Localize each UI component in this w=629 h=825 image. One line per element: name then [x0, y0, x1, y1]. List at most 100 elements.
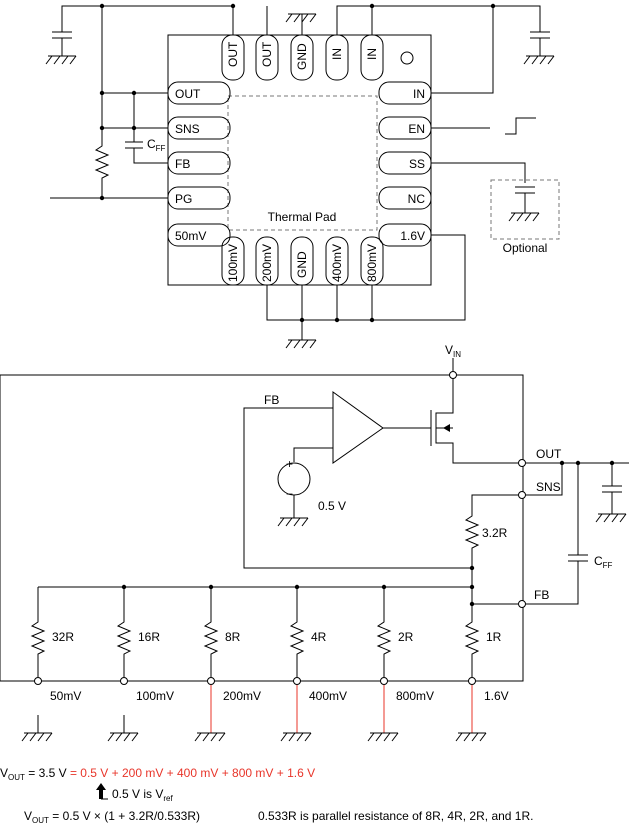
- ground-hatch: [194, 732, 202, 742]
- sns-label: SNS: [536, 480, 561, 494]
- ground-hatch: [107, 732, 115, 742]
- right-pin-label-4: NC: [408, 192, 426, 206]
- right-pin-label-5: 1.6V: [400, 229, 425, 243]
- bottom-pin-label-4: 400mV: [330, 244, 344, 282]
- ladder-resistor-label: 4R: [311, 630, 327, 644]
- optional-label: Optional: [503, 241, 548, 255]
- top-pin-label-4: IN: [330, 48, 344, 60]
- sch-cff-label: CFF: [594, 554, 613, 570]
- ground-hatch: [304, 732, 312, 742]
- ladder-resistor-2R: [376, 587, 392, 677]
- top-pin-label-3: GND: [295, 43, 309, 70]
- bottom-pin-label-3: GND: [295, 251, 309, 278]
- ground-hatch: [280, 732, 288, 742]
- fb-pin-label: FB: [534, 588, 549, 602]
- out-node: [518, 459, 526, 467]
- ground-hatch: [471, 732, 479, 742]
- ground-hatch: [296, 732, 304, 742]
- package-body: [167, 34, 432, 286]
- bottom-pin-label-2: 200mV: [260, 244, 274, 282]
- right-pin-label-3: SS: [409, 157, 425, 171]
- ladder-resistor-8R: [203, 587, 219, 677]
- ground-hatch: [131, 732, 139, 742]
- ground-hatch: [383, 732, 391, 742]
- vin-label: VIN: [445, 343, 461, 359]
- ladder-pin-node: [293, 677, 301, 685]
- ladder-resistor-16R: [116, 587, 132, 677]
- ladder-pin-node: [34, 677, 42, 685]
- internal-schematic: VIN FB + − 0.5 V OUT: [0, 343, 629, 742]
- vref-source: [277, 462, 311, 496]
- ground-hatch: [375, 732, 383, 742]
- ground-hatch: [37, 732, 45, 742]
- ladder-resistor-32R: [30, 587, 46, 677]
- ladder-pin-node: [380, 677, 388, 685]
- ground-hatch: [29, 732, 37, 742]
- optional-box: [490, 179, 560, 240]
- package-wiring: CFF: [45, 3, 560, 349]
- schematic-block: [0, 374, 524, 682]
- r-feedback-label: 3.2R: [482, 526, 508, 540]
- error-amplifier: [332, 391, 384, 464]
- top-pins: OUT OUT GND IN IN: [221, 34, 384, 81]
- equation-2: VOUT = 0.5 V × (1 + 3.2R/0.533R): [24, 809, 200, 825]
- ground-hatch: [367, 732, 375, 742]
- fb-node: [518, 600, 526, 608]
- sns-node: [518, 491, 526, 499]
- ground-hatch: [479, 732, 487, 742]
- arrow-icon: [96, 783, 106, 799]
- ladder-pin-label: 800mV: [396, 689, 434, 703]
- ladder-resistor-label: 8R: [225, 630, 241, 644]
- equations: VOUT = 3.5 V = 0.5 V + 200 mV + 400 mV +…: [0, 766, 533, 825]
- top-pin-label-5: IN: [365, 48, 379, 60]
- ladder-resistor-4R: [289, 587, 305, 677]
- vref-minus: −: [286, 487, 293, 501]
- bottom-pin-1: [221, 236, 245, 286]
- top-pin-label-1: OUT: [226, 41, 240, 67]
- ground-hatch: [463, 732, 471, 742]
- left-pin-label-2: SNS: [175, 122, 200, 136]
- ground-hatch: [210, 732, 218, 742]
- ladder-resistor-1R: [464, 587, 480, 677]
- pkg-cff-label: CFF: [147, 137, 166, 153]
- right-pin-label-2: EN: [408, 122, 425, 136]
- top-pin-label-2: OUT: [260, 41, 274, 67]
- amp-fb-label: FB: [264, 393, 279, 407]
- package-pinout: Thermal Pad OUT OUT GND IN IN OUT SNS FB…: [45, 3, 560, 349]
- bottom-pins: 100mV 200mV GND 400mV 800mV: [221, 236, 384, 286]
- thermal-pad: [227, 95, 378, 231]
- ladder-resistor-label: 1R: [486, 630, 502, 644]
- resistor-ladder: 32R50mV16R100mV8R200mV4R400mV2R800mV1R1.…: [21, 587, 509, 742]
- ground-hatch: [115, 732, 123, 742]
- right-pin-label-1: IN: [413, 87, 425, 101]
- ladder-pin-node: [207, 677, 215, 685]
- left-pin-label-4: PG: [175, 192, 192, 206]
- vref-value: 0.5 V: [318, 499, 346, 513]
- ground-hatch: [21, 732, 29, 742]
- equation-1: VOUT = 3.5 V = 0.5 V + 200 mV + 400 mV +…: [0, 766, 315, 782]
- ground-hatch: [202, 732, 210, 742]
- ground-hatch: [455, 732, 463, 742]
- ladder-pin-label: 1.6V: [484, 689, 509, 703]
- left-pin-label-1: OUT: [175, 87, 201, 101]
- ground-hatch: [218, 732, 226, 742]
- right-pin-4: [378, 186, 432, 210]
- ladder-pin-label: 400mV: [309, 689, 347, 703]
- pin1-marker: [400, 51, 414, 65]
- ground-hatch: [391, 732, 399, 742]
- vref-plus: +: [286, 457, 293, 471]
- out-label: OUT: [536, 447, 562, 461]
- left-pins: OUT SNS FB PG 50mV: [167, 81, 231, 247]
- vin-node: [449, 371, 457, 379]
- ladder-pin-label: 100mV: [136, 689, 174, 703]
- ladder-pin-label: 50mV: [50, 689, 81, 703]
- vref-note: 0.5 V is Vref: [112, 787, 173, 803]
- ladder-pin-node: [120, 677, 128, 685]
- ladder-resistor-label: 32R: [52, 630, 74, 644]
- ladder-pin-label: 200mV: [223, 689, 261, 703]
- left-pin-label-3: FB: [175, 157, 190, 171]
- ground-hatch: [123, 732, 131, 742]
- ladder-resistor-label: 2R: [398, 630, 414, 644]
- ground-hatch: [45, 732, 53, 742]
